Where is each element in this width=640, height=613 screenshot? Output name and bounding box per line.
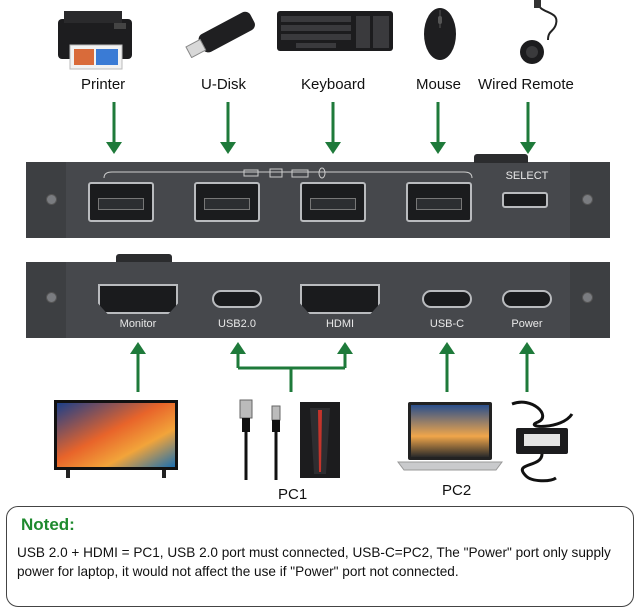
usb-drive-icon xyxy=(185,11,255,58)
monitor-icon xyxy=(54,400,178,478)
note-box: Noted: USB 2.0 + HDMI = PC1, USB 2.0 por… xyxy=(6,506,634,607)
laptop-icon xyxy=(397,402,503,471)
keyboard-icon xyxy=(277,11,393,51)
pc2-label: PC2 xyxy=(442,482,472,499)
wired-remote-icon xyxy=(520,0,558,64)
power-port xyxy=(502,290,552,308)
select-button[interactable] xyxy=(474,154,528,163)
usb20-port xyxy=(212,290,262,308)
mouse-icon xyxy=(424,8,456,60)
pc1-cables-icon xyxy=(239,399,281,480)
select-label: SELECT xyxy=(505,170,549,182)
note-text: USB 2.0 + HDMI = PC1, USB 2.0 port must … xyxy=(17,545,611,579)
wired-remote-label: Wired Remote xyxy=(478,76,574,93)
monitor-hdmi-port xyxy=(98,284,178,314)
usb-port-3 xyxy=(300,182,366,222)
usb-port-4 xyxy=(406,182,472,222)
usb-port-1 xyxy=(88,182,154,222)
bottom-arrows xyxy=(130,342,535,392)
power-adapter-icon xyxy=(511,400,574,483)
printer-label: Printer xyxy=(81,76,126,93)
top-arrows xyxy=(106,102,536,154)
usbc-port xyxy=(422,290,472,308)
device-symbols-icon xyxy=(243,167,326,179)
usb-port-2 xyxy=(194,182,260,222)
pc1-label: PC1 xyxy=(278,486,308,503)
port-label-power: Power xyxy=(511,318,543,330)
power-knob xyxy=(116,254,172,263)
kvm-switch-rear-panel: Monitor USB2.0 HDMI USB-C Power xyxy=(26,262,610,338)
port-label-usb20: USB2.0 xyxy=(218,318,256,330)
keyboard-label: Keyboard xyxy=(301,76,366,93)
remote-port xyxy=(502,192,548,208)
printer-icon xyxy=(58,11,132,70)
mouse-label: Mouse xyxy=(416,76,462,93)
note-title: Noted: xyxy=(21,515,75,534)
pc-tower-icon xyxy=(300,402,340,478)
hdmi-port xyxy=(300,284,380,314)
udisk-label: U-Disk xyxy=(201,76,246,93)
kvm-switch-front-panel: SELECT xyxy=(26,162,610,238)
port-group-line xyxy=(103,171,473,179)
port-label-hdmi: HDMI xyxy=(325,318,355,330)
port-label-monitor: Monitor xyxy=(119,318,157,330)
port-label-usbc: USB-C xyxy=(429,318,465,330)
